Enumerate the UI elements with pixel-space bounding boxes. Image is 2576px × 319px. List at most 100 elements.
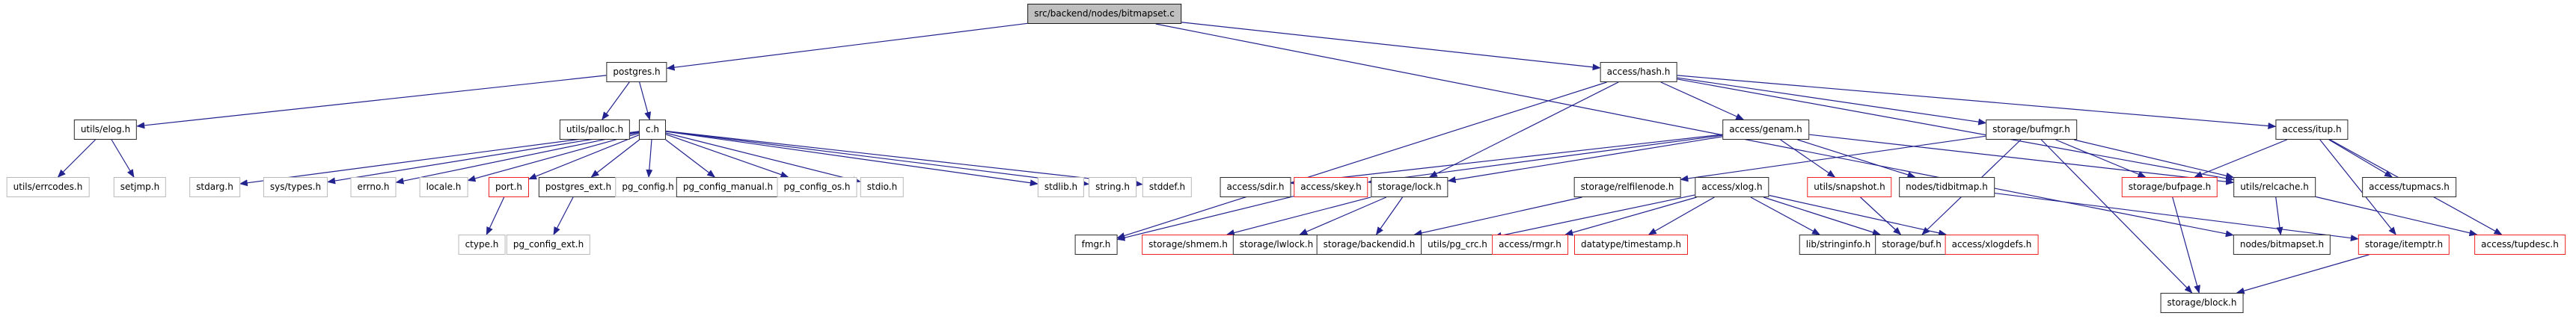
edge-hash-to-genam (1660, 81, 1745, 120)
node-stddef: stddef.h (1142, 177, 1193, 197)
edge-postgres-to-c (639, 81, 652, 120)
edge-xlog-to-stringinfo (1750, 196, 1820, 235)
node-rmgr[interactable]: access/rmgr.h (1492, 235, 1568, 255)
edge-c-to-stdarg (239, 131, 640, 187)
edge-hash-to-fmgr (1116, 81, 1607, 239)
edge-c-to-locale (467, 132, 640, 182)
edge-postgres-to-elog (136, 75, 607, 129)
node-block[interactable]: storage/block.h (2160, 293, 2244, 313)
edge-lock-to-lwlock (1299, 196, 1387, 235)
edge-genam-to-relcache (1808, 134, 2235, 185)
node-genam[interactable]: access/genam.h (1722, 120, 1809, 140)
node-tupdesc[interactable]: access/tupdesc.h (2474, 235, 2566, 255)
node-pg_config_manual[interactable]: pg_config_manual.h (676, 177, 780, 197)
node-c[interactable]: c.h (638, 120, 667, 140)
node-pg_config_ext: pg_config_ext.h (506, 235, 591, 255)
node-errcodes: utils/errcodes.h (6, 177, 90, 197)
edge-lock-to-shmem (1226, 196, 1371, 236)
node-systypes: sys/types.h (263, 177, 328, 197)
node-stringinfo[interactable]: lib/stringinfo.h (1799, 235, 1878, 255)
edge-xlog-to-rmgr (1564, 196, 1697, 236)
edge-genam-to-skey (1367, 134, 1723, 185)
node-locale: locale.h (419, 177, 468, 197)
edge-c-to-postgres_ext (590, 139, 640, 178)
edge-group (57, 22, 2503, 294)
edge-file-to-bitmapset_h (1155, 23, 2234, 238)
edge-c-to-stdio (665, 132, 861, 184)
node-port[interactable]: port.h (488, 177, 530, 197)
node-lock[interactable]: storage/lock.h (1371, 177, 1448, 197)
edge-bufmgr-to-relfilenode (1680, 135, 1986, 182)
node-relcache[interactable]: utils/relcache.h (2233, 177, 2316, 197)
edge-hash-to-lock (1428, 81, 1619, 178)
node-stdarg: stdarg.h (189, 177, 240, 197)
node-tupmacs[interactable]: access/tupmacs.h (2362, 177, 2456, 197)
edge-elog-to-errcodes (57, 139, 96, 178)
node-stdlib: stdlib.h (1037, 177, 1085, 197)
edge-c-to-systypes (327, 131, 640, 185)
edge-elog-to-setjmp (111, 139, 135, 178)
edge-file-to-hash (1181, 22, 1601, 71)
edge-c-to-stdlib (665, 131, 1038, 187)
edge-lock-to-backendid (1375, 196, 1404, 235)
edge-port-to-ctype (486, 196, 505, 235)
edge-postgres_ext-to-pg_config_ext (553, 196, 574, 235)
edge-hash-to-itup (1677, 75, 2277, 129)
node-fmgr[interactable]: fmgr.h (1074, 235, 1118, 255)
edge-xlog-to-pg_crc (1493, 194, 1695, 239)
node-xlogdefs[interactable]: access/xlogdefs.h (1945, 235, 2039, 255)
node-itup[interactable]: access/itup.h (2275, 120, 2349, 140)
node-skey[interactable]: access/skey.h (1294, 177, 1368, 197)
node-palloc[interactable]: utils/palloc.h (559, 120, 631, 140)
edge-bufmgr-to-bufpage (2055, 139, 2147, 178)
node-timestamp[interactable]: datatype/timestamp.h (1573, 235, 1689, 255)
edge-genam-to-sdir (1290, 134, 1723, 186)
node-snapshot[interactable]: utils/snapshot.h (1807, 177, 1892, 197)
node-pg_config: pg_config.h (615, 177, 681, 197)
edge-xlog-to-xlogdefs (1769, 194, 1948, 237)
edge-itup-to-itemptr (2319, 139, 2396, 235)
edge-c-to-errno (395, 131, 640, 185)
edge-genam-to-lock (1447, 136, 1723, 183)
edge-genam-to-snapshot (1780, 139, 1836, 178)
node-errno: errno.h (350, 177, 397, 197)
node-pg_crc[interactable]: utils/pg_crc.h (1421, 235, 1494, 255)
node-tidbitmap[interactable]: nodes/tidbitmap.h (1899, 177, 1995, 197)
node-shmem[interactable]: storage/shmem.h (1142, 235, 1235, 255)
edge-c-to-pg_config (646, 139, 653, 178)
node-xlog[interactable]: access/xlog.h (1695, 177, 1769, 197)
node-setjmp: setjmp.h (113, 177, 167, 197)
edge-c-to-pg_config_os (665, 134, 789, 178)
node-bufmgr[interactable]: storage/bufmgr.h (1986, 120, 2077, 140)
node-file: src/backend/nodes/bitmapset.c (1027, 4, 1181, 24)
edge-tidbitmap-to-itemptr (1994, 192, 2359, 242)
node-backendid[interactable]: storage/backendid.h (1316, 235, 1422, 255)
node-bufpage[interactable]: storage/bufpage.h (2121, 177, 2218, 197)
node-sdir[interactable]: access/sdir.h (1220, 177, 1291, 197)
node-pg_config_os: pg_config_os.h (777, 177, 857, 197)
node-postgres[interactable]: postgres.h (606, 62, 667, 82)
node-postgres_ext[interactable]: postgres_ext.h (538, 177, 619, 197)
edge-relcache-to-bitmapset_h (2275, 196, 2283, 235)
edge-snapshot-to-buf (1860, 196, 1902, 235)
node-bitmapset_h[interactable]: nodes/bitmapset.h (2233, 235, 2331, 255)
node-itemptr[interactable]: storage/itemptr.h (2358, 235, 2450, 255)
edge-itemptr-to-block (2236, 254, 2370, 294)
node-elog[interactable]: utils/elog.h (73, 120, 138, 140)
edge-postgres-to-palloc (602, 81, 630, 120)
node-ctype: ctype.h (458, 235, 506, 255)
node-relfilenode[interactable]: storage/relfilenode.h (1573, 177, 1681, 197)
edge-xlog-to-buf (1763, 196, 1881, 236)
edge-c-to-string (665, 131, 1090, 187)
node-lwlock[interactable]: storage/lwlock.h (1232, 235, 1321, 255)
edge-relcache-to-tupdesc (2315, 196, 2478, 237)
edge-c-to-pg_config_manual (665, 139, 716, 178)
edge-itup-to-bufpage (2194, 139, 2287, 178)
edge-c-to-stddef (665, 130, 1143, 188)
node-buf[interactable]: storage/buf.h (1875, 235, 1948, 255)
edge-file-to-postgres (666, 22, 1028, 71)
node-hash[interactable]: access/hash.h (1600, 62, 1677, 82)
node-string: string.h (1089, 177, 1136, 197)
